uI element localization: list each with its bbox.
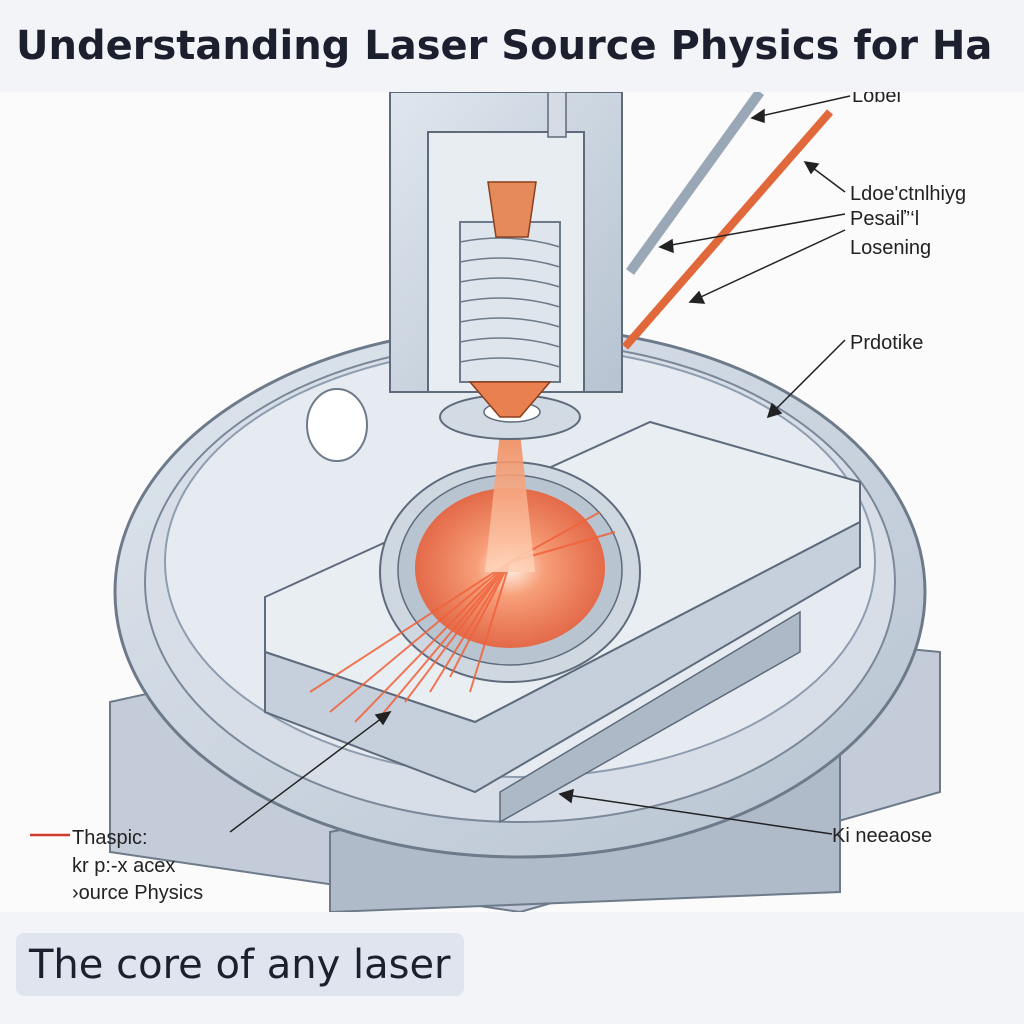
- label-bottom-left-2: kr p:-x aceх: [72, 855, 175, 877]
- laser-coil: [459, 181, 561, 418]
- emission-rays: [309, 511, 616, 723]
- laser-beam: [485, 432, 535, 572]
- page-title: Understanding Laser Source Physics for H…: [16, 23, 993, 69]
- title-bar: Understanding Laser Source Physics for H…: [0, 0, 1024, 92]
- label-top-right: Lobel: [852, 92, 901, 107]
- label-bottom-left-3: ›ource Physics: [72, 882, 203, 904]
- callout-arrows: [30, 95, 851, 837]
- caption-bar: The core of any laser: [0, 912, 1024, 1024]
- label-line3: Losening: [850, 237, 931, 259]
- caption-text: The core of any laser: [29, 941, 451, 988]
- label-line1: Ldoe'ctnlhiyg: [850, 183, 966, 205]
- label-bottom-right: Ki neeaose: [832, 825, 932, 847]
- laser-diagram: Lobel Ldoe'ctnlhiyg Pesaiľ’‘l Losening P…: [0, 92, 1024, 912]
- label-line2: Pesaiľ’‘l: [850, 208, 919, 230]
- target-disk: [379, 461, 641, 683]
- laser-diagram-svg: Lobel Ldoe'ctnlhiyg Pesaiľ’‘l Losening P…: [30, 92, 966, 912]
- caption-pill: The core of any laser: [16, 933, 464, 996]
- label-mid-right: Prdotike: [850, 332, 923, 354]
- fiber-tubes: [621, 92, 834, 350]
- label-bottom-left-1: Thaspic:: [72, 827, 148, 849]
